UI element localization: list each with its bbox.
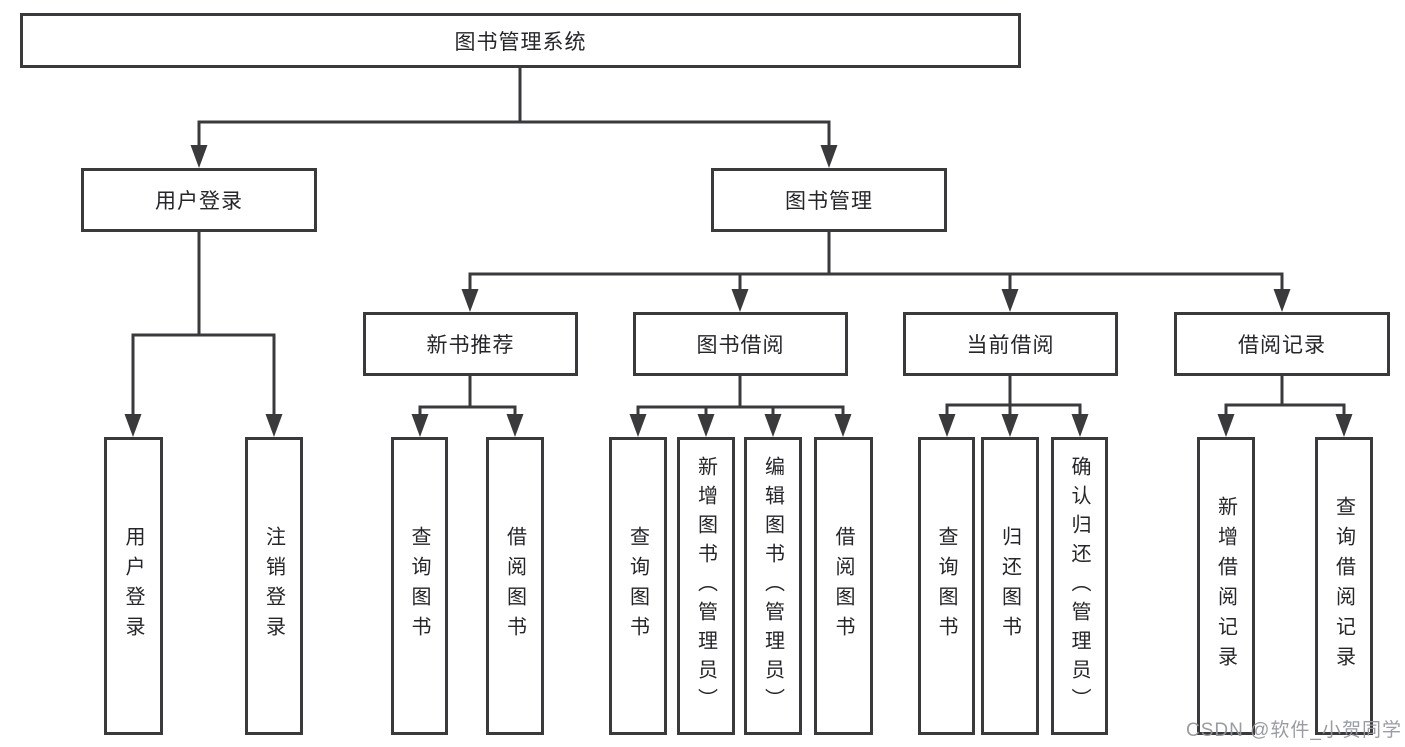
node-return-book: 归还图书	[981, 437, 1039, 735]
node-label: 当前借阅	[966, 334, 1055, 357]
node-book-management-branch: 图书管理	[711, 168, 947, 232]
node-label: 用户登录	[155, 190, 243, 213]
node-user-login-leaf: 用户登录	[104, 437, 163, 735]
node-label: 查询借阅记录	[1332, 496, 1355, 676]
node-label: 借阅记录	[1238, 334, 1326, 357]
node-label: 借阅图书	[832, 526, 854, 646]
node-label: 查询图书	[935, 526, 957, 646]
node-borrow-books-leaf: 借阅图书	[814, 437, 873, 735]
node-library-management-system: 图书管理系统	[20, 13, 1021, 68]
node-borrowing-records: 借阅记录	[1174, 312, 1390, 376]
csdn-watermark: CSDN @软件_小贺同学	[1186, 720, 1402, 741]
arrow-down-icons	[124, 145, 1353, 437]
node-current-borrowing: 当前借阅	[903, 312, 1118, 376]
node-label: 注销登录	[262, 526, 285, 646]
node-edit-book-admin: 编辑图书（管理员）	[744, 437, 802, 735]
node-query-borrow-record: 查询借阅记录	[1315, 437, 1373, 735]
node-query-books-recommend: 查询图书	[391, 437, 448, 735]
node-label: 用户登录	[122, 526, 144, 646]
node-label: 图书借阅	[696, 334, 785, 357]
node-label: 新增图书（管理员）	[694, 455, 717, 717]
node-query-books-borrowing: 查询图书	[609, 437, 667, 735]
node-label: 借阅图书	[503, 526, 526, 646]
node-label: 查询图书	[626, 526, 649, 646]
node-borrow-books-recommend: 借阅图书	[486, 437, 544, 735]
node-logout: 注销登录	[245, 437, 303, 735]
node-label: 归还图书	[998, 526, 1021, 646]
node-label: 查询图书	[408, 526, 430, 646]
node-confirm-return-admin: 确认归还（管理员）	[1051, 437, 1108, 735]
node-label: 图书管理	[785, 190, 873, 213]
node-query-books-current: 查询图书	[918, 437, 975, 735]
node-label: 图书管理系统	[454, 30, 587, 54]
node-label: 确认归还（管理员）	[1068, 455, 1090, 717]
node-label: 编辑图书（管理员）	[761, 455, 784, 717]
node-user-login-branch: 用户登录	[81, 168, 317, 232]
node-add-borrow-record: 新增借阅记录	[1197, 437, 1255, 735]
node-new-book-recommend: 新书推荐	[363, 312, 578, 376]
node-book-borrowing: 图书借阅	[633, 312, 848, 376]
node-label: 新增借阅记录	[1214, 496, 1237, 676]
node-add-book-admin: 新增图书（管理员）	[677, 437, 735, 735]
node-label: 新书推荐	[426, 334, 515, 357]
